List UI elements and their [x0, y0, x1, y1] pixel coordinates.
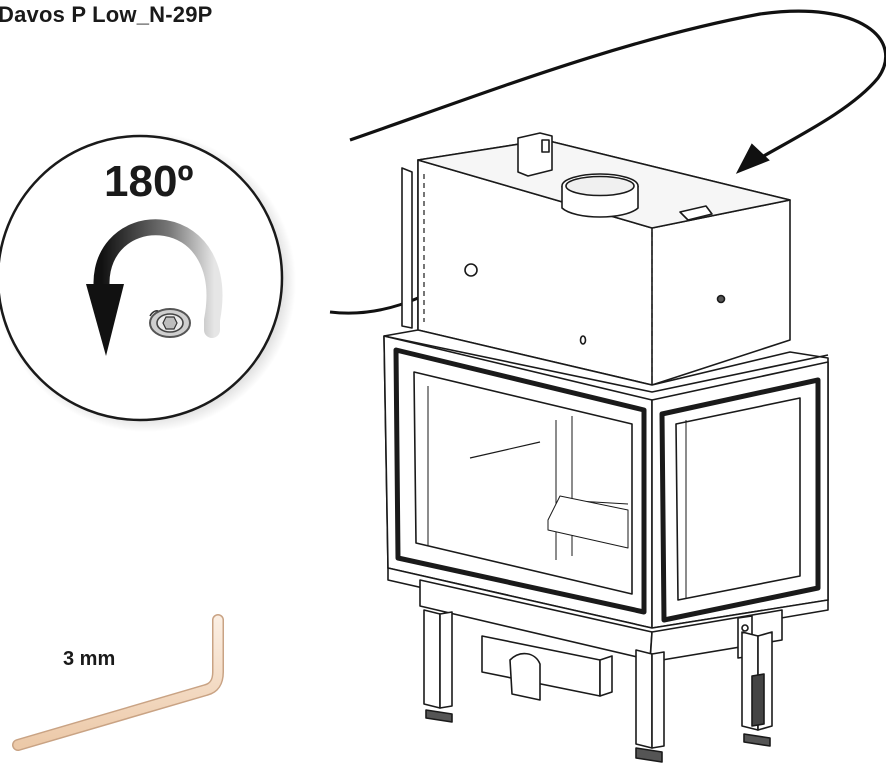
- firebox: [383, 329, 829, 629]
- rotation-arc: [93, 219, 223, 338]
- hex-key-icon: [12, 614, 224, 751]
- tool-size-label: 3 mm: [63, 648, 116, 670]
- stove-base: [387, 567, 829, 701]
- hood-screw: [464, 263, 478, 277]
- rotation-arrowhead: [86, 284, 124, 356]
- convection-hood: [401, 132, 791, 386]
- stove-legs: [423, 609, 773, 763]
- zoom-detail-circle: [0, 132, 296, 432]
- transfer-arrowhead: [735, 143, 770, 174]
- transfer-arrow: [349, 9, 886, 174]
- diagram-title: Davos P Low_N-29P: [0, 2, 213, 27]
- fireplace-stove: [383, 132, 829, 763]
- screw-icon: [149, 308, 191, 338]
- rotation-label: 180º: [104, 157, 194, 206]
